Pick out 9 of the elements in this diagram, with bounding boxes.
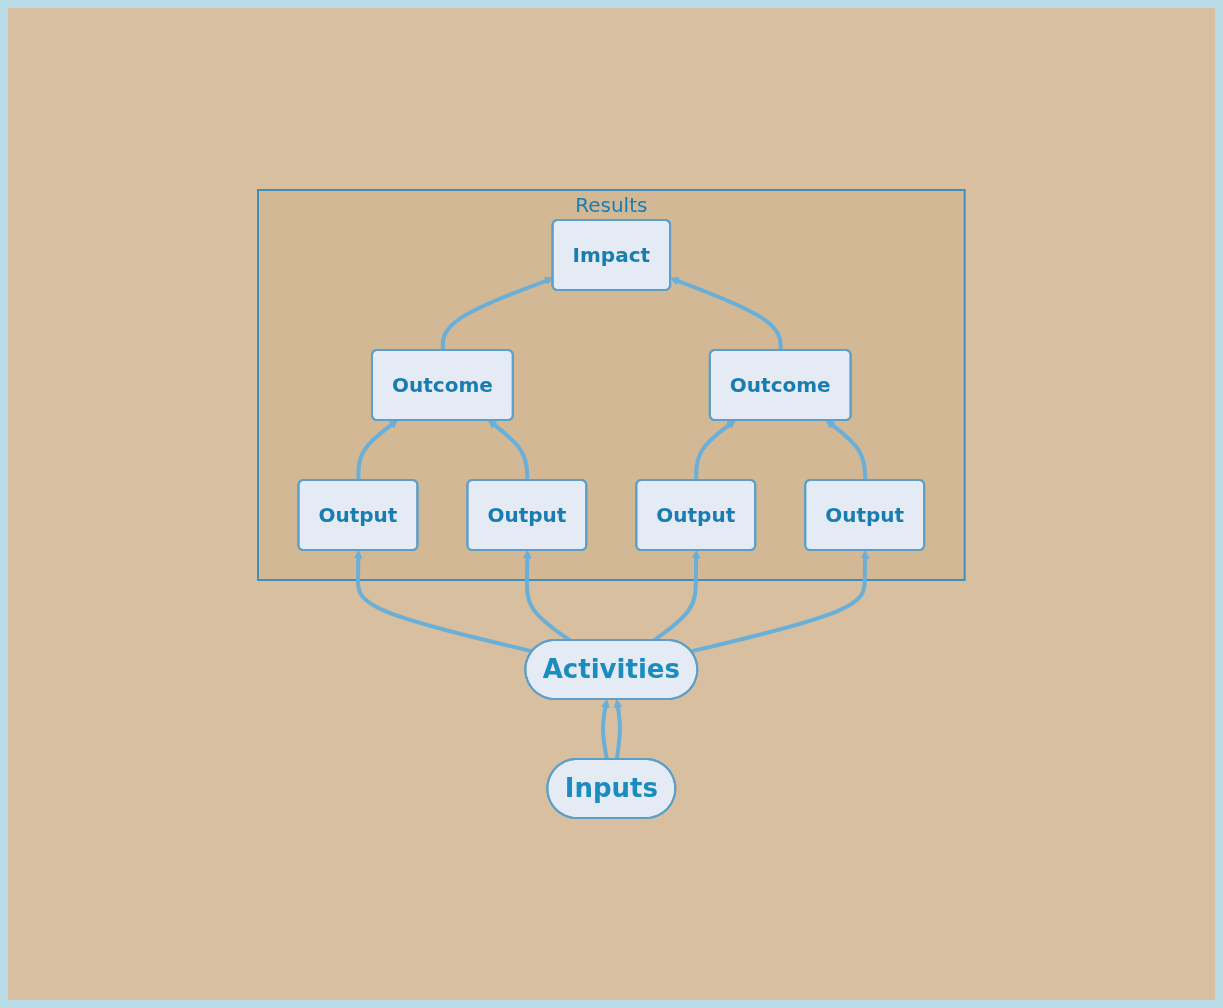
arrow: [690, 550, 870, 654]
arrow: [488, 420, 530, 481]
arrow: [694, 420, 736, 481]
arrow: [613, 699, 623, 760]
arrow: [354, 550, 534, 654]
arrow: [826, 420, 868, 481]
arrow: [670, 276, 783, 351]
arrow: [601, 699, 610, 760]
arrow: [356, 420, 398, 481]
